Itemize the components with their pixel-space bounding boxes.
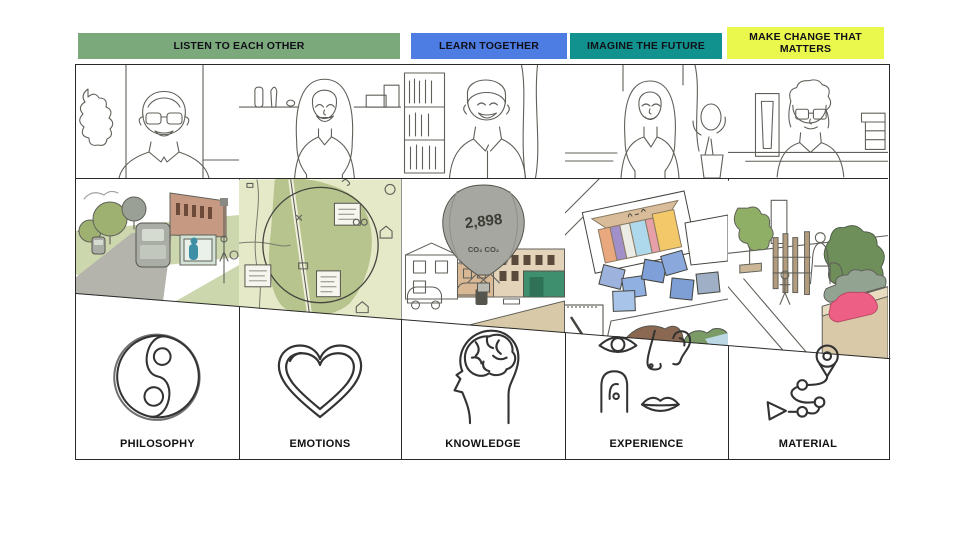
category-label: EMOTIONS bbox=[289, 438, 351, 450]
heart-icon bbox=[277, 344, 363, 419]
emotions-iconbox bbox=[239, 335, 401, 427]
category-label: MATERIAL bbox=[778, 438, 838, 450]
category-label: KNOWLEDGE bbox=[445, 438, 521, 450]
portrait-older-person-glasses-video-call bbox=[728, 65, 888, 179]
portrait-woman-long-hair-video-call bbox=[239, 65, 401, 179]
category-label: EXPERIENCE bbox=[609, 438, 684, 450]
header-label: IMAGINE THE FUTURE bbox=[587, 39, 705, 52]
portrait-illustration bbox=[239, 78, 401, 178]
route-pin-icon bbox=[766, 344, 839, 421]
header-imagine-the-future: IMAGINE THE FUTURE bbox=[570, 33, 722, 59]
balloon-number: 2,898 bbox=[464, 211, 503, 232]
portrait-illustration bbox=[79, 65, 239, 178]
header-label: MAKE CHANGE THAT MATTERS bbox=[749, 30, 862, 55]
park-scene-illustration bbox=[728, 180, 888, 359]
map-illustration bbox=[239, 179, 401, 320]
category-label: PHILOSOPHY bbox=[119, 438, 196, 450]
column-experience: EXPERIENCE bbox=[565, 65, 729, 459]
column-emotions: EMOTIONS bbox=[239, 65, 402, 459]
portrait-man-bookshelf-video-call bbox=[401, 65, 565, 179]
five-senses-icon bbox=[598, 329, 691, 413]
portrait-illustration bbox=[403, 65, 539, 178]
column-philosophy: PHILOSOPHY bbox=[76, 65, 240, 459]
column-knowledge: 2,898 CO₂ CO₂ KNOWLEDGE bbox=[401, 65, 566, 459]
portrait-woman-plant-video-call bbox=[565, 65, 728, 179]
scene-park-design bbox=[728, 179, 888, 359]
storyboard-grid: PHILOSOPHY bbox=[75, 64, 891, 460]
portrait-illustration bbox=[565, 65, 726, 178]
header-listen-to-each-other: LISTEN TO EACH OTHER bbox=[78, 33, 400, 59]
column-material: MATERIAL bbox=[728, 65, 888, 459]
header-label: LEARN TOGETHER bbox=[438, 39, 540, 52]
knowledge-iconbox bbox=[401, 323, 565, 427]
scene-map-with-notes bbox=[239, 179, 401, 320]
brain-head-icon bbox=[453, 329, 520, 425]
scene-co2-balloon-over-street: 2,898 CO₂ CO₂ bbox=[401, 179, 565, 333]
header-make-change-that-matters: MAKE CHANGE THAT MATTERS bbox=[727, 27, 884, 59]
philosophy-iconbox bbox=[76, 327, 239, 427]
header-learn-together: LEARN TOGETHER bbox=[411, 33, 567, 59]
header-label: LISTEN TO EACH OTHER bbox=[173, 39, 305, 52]
portrait-illustration bbox=[728, 79, 888, 178]
experience-iconbox bbox=[565, 323, 728, 427]
street-scene-illustration bbox=[76, 179, 239, 307]
balloon-scene-illustration: 2,898 CO₂ CO₂ bbox=[401, 179, 565, 333]
balloon-co2-label: CO₂ CO₂ bbox=[468, 245, 499, 254]
yin-yang-icon bbox=[112, 333, 201, 421]
portrait-man-glasses-video-call bbox=[76, 65, 239, 179]
material-iconbox bbox=[728, 339, 888, 427]
scene-street-with-bus-stop bbox=[76, 179, 239, 307]
